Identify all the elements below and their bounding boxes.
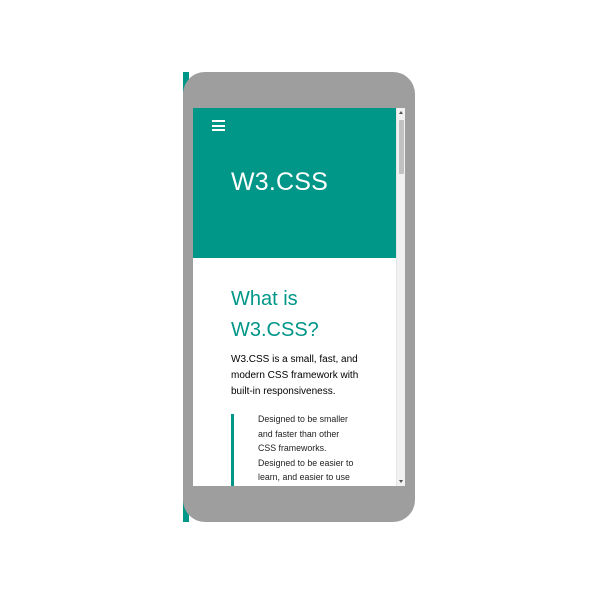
section-heading: What is W3.CSS? — [231, 288, 319, 341]
site-title: W3.CSS — [231, 168, 329, 196]
scroll-up-arrow-icon[interactable] — [399, 111, 403, 114]
feature-quote-text: Designed to be smaller and faster than o… — [258, 414, 354, 482]
phone-frame: W3.CSS What is W3.CSS? W3.CSS is a small… — [183, 72, 415, 522]
intro-paragraph: W3.CSS is a small, fast, and modern CSS … — [231, 354, 359, 397]
scroll-down-arrow-icon[interactable] — [399, 480, 403, 483]
page-header: W3.CSS — [193, 108, 396, 258]
main-content: What is W3.CSS? W3.CSS is a small, fast,… — [231, 258, 371, 486]
web-page: W3.CSS What is W3.CSS? W3.CSS is a small… — [193, 108, 396, 486]
phone-screen: W3.CSS What is W3.CSS? W3.CSS is a small… — [193, 108, 405, 486]
feature-quote: Designed to be smaller and faster than o… — [231, 412, 371, 486]
hamburger-menu-icon[interactable] — [212, 120, 225, 132]
vertical-scrollbar[interactable] — [396, 108, 405, 486]
scroll-thumb[interactable] — [398, 120, 404, 174]
